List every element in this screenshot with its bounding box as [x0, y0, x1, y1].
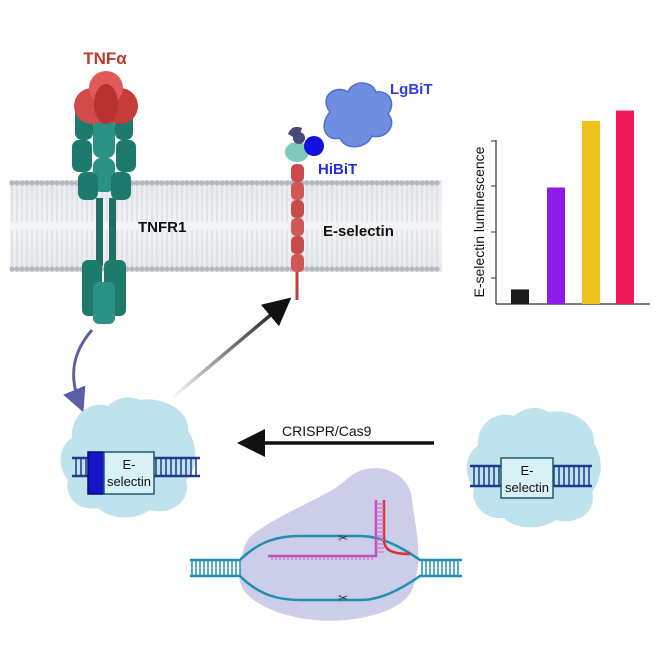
guide-rna [268, 500, 378, 558]
dna-double-helix [190, 534, 462, 602]
e-selectin-protein [291, 164, 304, 300]
e-selectin-gene-box-wt [500, 457, 554, 499]
gene-right-text-2: selectin [505, 480, 549, 495]
chart-bar-4 [616, 110, 634, 304]
chart-bar-3 [582, 120, 600, 305]
hibit-label: HiBiT [318, 161, 357, 178]
tnfa-label: TNFα [83, 49, 127, 68]
nucleus-wildtype: E- selectin [466, 407, 601, 528]
e-selectin-head [285, 126, 309, 162]
gene-left-text-2: selectin [107, 474, 151, 489]
chart-bar-2 [547, 187, 565, 304]
expression-arrow [170, 297, 292, 400]
svg-text:✂: ✂ [338, 591, 348, 605]
hibit-insert-block [87, 451, 105, 495]
signal-curve-arrow [63, 329, 94, 413]
cas9-complex: ✂ ✂ [190, 468, 462, 621]
chart-ylabel: E-selectin luminescence [471, 146, 487, 297]
crispr-label: CRISPR/Cas9 [282, 423, 372, 439]
gene-right-text-1: E- [521, 463, 534, 478]
chart-bar-1 [511, 289, 529, 304]
tnfr1-label: TNFR1 [138, 219, 186, 236]
guide-rna-scaffold [382, 500, 411, 556]
svg-text:✂: ✂ [338, 531, 348, 545]
scissors-icon: ✂ ✂ [338, 531, 348, 605]
e-selectin-membrane-label: E-selectin [323, 223, 394, 240]
bar-chart: E-selectin luminescence [471, 110, 650, 305]
chart-y-ticks [491, 140, 496, 279]
e-selectin-gene-box [103, 451, 155, 495]
lgbit-protein-icon [323, 82, 393, 148]
nucleus-edited: E- selectin [60, 397, 200, 518]
tnfa-ligand [74, 71, 138, 124]
lgbit-label: LgBiT [390, 81, 433, 98]
cell-membrane [9, 180, 442, 272]
hibit-tag-icon [304, 136, 324, 156]
gene-left-text-1: E- [123, 457, 136, 472]
